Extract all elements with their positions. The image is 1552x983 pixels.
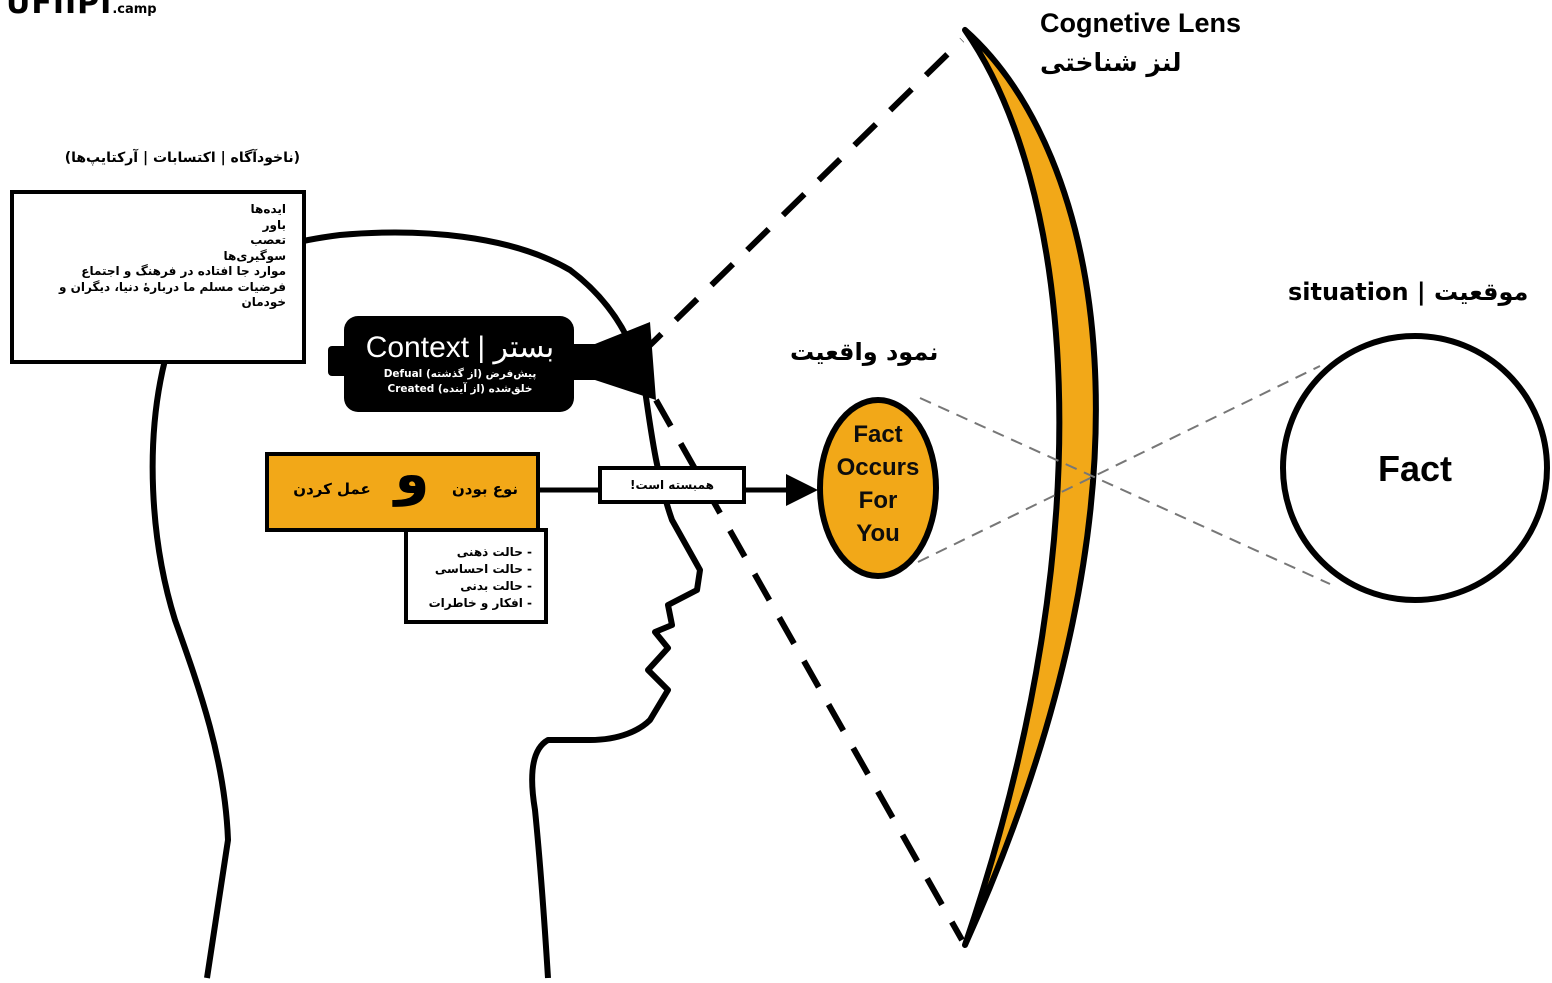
state-item: - حالت احساسی — [434, 562, 532, 576]
state-item: - حالت ذهنی — [456, 545, 532, 559]
eyepiece-funnel — [570, 322, 656, 400]
context-connector-nub — [328, 346, 348, 376]
belief-item: باور — [262, 217, 286, 232]
occurs-line: You — [856, 520, 900, 547]
cognitive-lens — [962, 27, 1099, 948]
situation-fact-label: Fact — [1377, 448, 1453, 489]
logo-main: UFIIPI — [6, 0, 113, 21]
upper-view-line — [637, 37, 965, 358]
occurs-line: Occurs — [836, 454, 920, 481]
being-doing-box — [265, 452, 540, 532]
occurs-line: Fact — [853, 421, 903, 448]
ray-bottom — [917, 365, 1321, 563]
fact-occurs-ellipse — [817, 397, 939, 579]
belief-item: سوگیری‌ها — [223, 248, 287, 263]
state-item: - حالت بدنی — [460, 579, 532, 593]
ray-top — [919, 397, 1331, 585]
belief-item: موارد جا افتاده در فرهنگ و اجتماع — [81, 264, 286, 278]
belief-item: تعصب — [250, 233, 286, 247]
head-silhouette — [149, 229, 703, 979]
state-item: - افکار و خاطرات — [428, 596, 532, 610]
and-connector: و — [394, 442, 430, 507]
lens-title-fa: لنز شناختی — [1040, 48, 1182, 77]
doing-label: عمل کردن — [293, 480, 371, 498]
lens-title-en: Cognetive Lens — [1040, 8, 1242, 38]
beliefs-box: ایده‌ها باور تعصب سوگیری‌ها موارد جا افت… — [10, 190, 306, 364]
states-box: - حالت ذهنی - حالت احساسی - حالت بدنی - … — [404, 528, 548, 624]
context-box — [344, 316, 574, 412]
being-label: نوع بودن — [451, 480, 519, 498]
fact-occurs-text: Fact Occurs For You — [820, 418, 936, 550]
situation-circle — [1280, 333, 1550, 603]
logo-suffix: .camp — [112, 2, 157, 17]
occurs-line: For — [858, 487, 898, 514]
phenomenon-title: نمود واقعیت — [790, 338, 939, 366]
belief-item: ایده‌ها — [250, 202, 286, 216]
situation-title: situation | موقعیت — [1288, 278, 1529, 306]
context-title: بستر | Context — [365, 331, 555, 364]
context-created-line: Created خلق‌شده (از آینده) — [387, 383, 533, 395]
context-default-line: Defual پیش‌فرض (از گذشته) — [383, 368, 537, 380]
brand-logo: UFIIPI.camp — [6, 0, 157, 21]
unconscious-heading: (ناخودآگاه | اکتسابات | آرکتایپ‌ها) — [64, 150, 300, 166]
link-arrowhead — [786, 474, 818, 506]
linked-label: همبسته است! — [598, 466, 746, 504]
belief-item: خودمان — [241, 295, 286, 309]
belief-item: فرضیات مسلم ما دربارهٔ دنیا، دیگران و — [59, 279, 286, 294]
